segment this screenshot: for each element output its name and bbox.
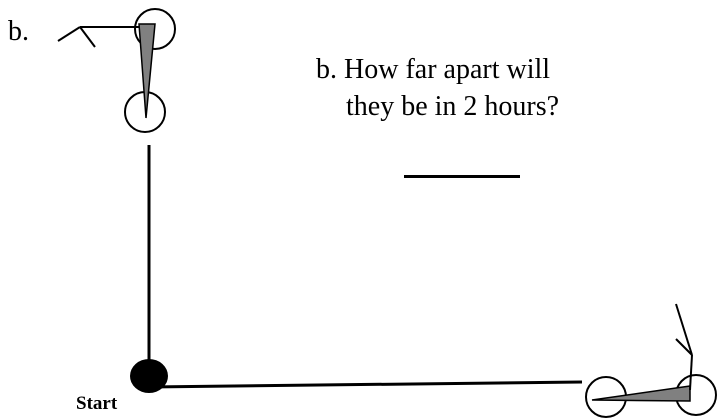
- answer-blank-line[interactable]: [404, 175, 520, 178]
- question-line-1: b. How far apart will: [316, 54, 551, 85]
- scooter-north-icon: [57, 8, 176, 133]
- start-dot-icon: [130, 359, 168, 393]
- east-path-line: [148, 380, 583, 389]
- part-label: b.: [8, 16, 29, 47]
- start-label: Start: [76, 393, 118, 414]
- question-text: b. How far apart will they be in 2 hours…: [260, 51, 660, 125]
- question-line-2: they be in 2 hours?: [346, 91, 560, 122]
- scooter-east-icon: [585, 303, 717, 418]
